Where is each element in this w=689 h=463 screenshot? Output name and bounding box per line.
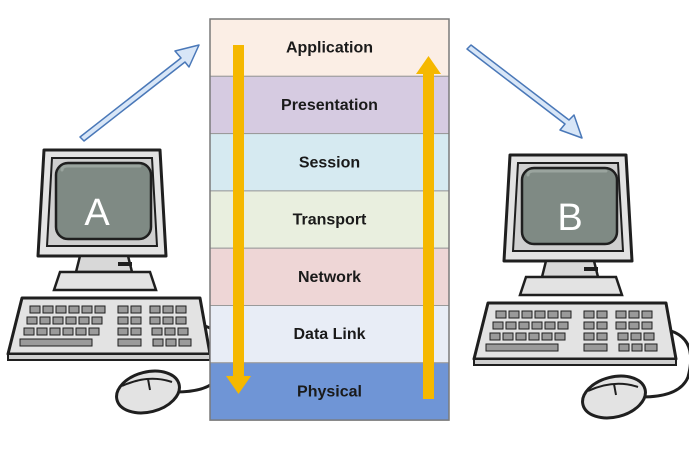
up-flow-arrow xyxy=(416,56,441,399)
computer-a: A xyxy=(6,148,227,421)
layer-label-presentation: Presentation xyxy=(281,97,378,114)
layer-data-link xyxy=(209,305,450,364)
layer-label-session: Session xyxy=(299,154,360,171)
layer-application xyxy=(209,18,450,77)
link-arrow-left xyxy=(79,44,200,142)
layer-label-transport: Transport xyxy=(293,212,367,229)
layer-label-network: Network xyxy=(298,269,361,286)
computer-a-letter: A xyxy=(84,192,110,234)
layer-transport xyxy=(209,190,450,249)
layer-stack-border xyxy=(209,18,450,421)
down-flow-arrow xyxy=(226,45,251,394)
link-arrow-right xyxy=(466,44,583,139)
computer-b: B xyxy=(472,153,689,426)
layer-label-application: Application xyxy=(286,40,373,57)
layer-network xyxy=(209,247,450,306)
layer-label-physical: Physical xyxy=(297,383,362,400)
layer-session xyxy=(209,133,450,192)
layer-label-data-link: Data Link xyxy=(293,326,365,343)
computer-b-letter: B xyxy=(557,197,582,239)
osi-layer-stack: ApplicationPresentationSessionTransportN… xyxy=(209,18,450,421)
layer-presentation xyxy=(209,75,450,135)
